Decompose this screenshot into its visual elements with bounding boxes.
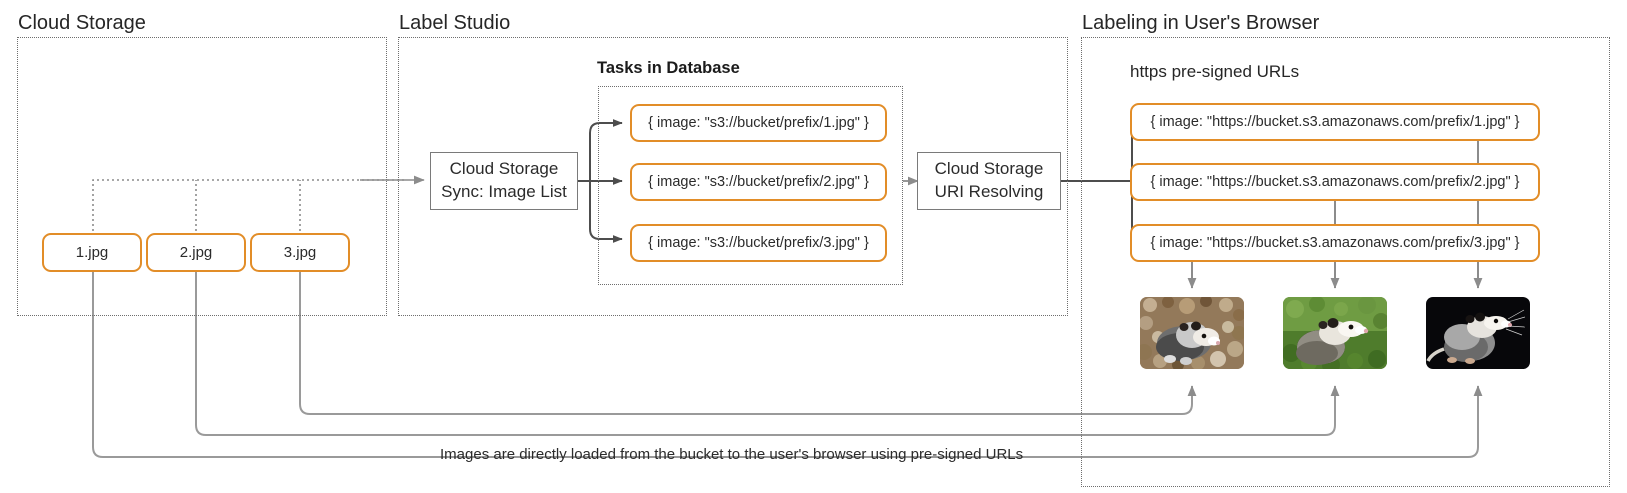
url-node-3-label: { image: "https://bucket.s3.amazonaws.co… xyxy=(1150,235,1520,251)
task-node-1[interactable]: { image: "s3://bucket/prefix/1.jpg" } xyxy=(630,104,887,142)
task-node-2[interactable]: { image: "s3://bucket/prefix/2.jpg" } xyxy=(630,163,887,201)
cloud-storage-sync-line2: Sync: Image List xyxy=(441,182,567,201)
group-title-browser: Labeling in User's Browser xyxy=(1082,12,1320,34)
group-browser xyxy=(1081,37,1610,487)
file-node-3-label: 3.jpg xyxy=(283,244,317,261)
url-node-1-label: { image: "https://bucket.s3.amazonaws.co… xyxy=(1150,114,1520,130)
file-node-3[interactable]: 3.jpg xyxy=(250,233,350,272)
task-node-1-label: { image: "s3://bucket/prefix/1.jpg" } xyxy=(648,115,869,131)
group-title-cloud-storage: Cloud Storage xyxy=(18,12,146,34)
task-node-3-label: { image: "s3://bucket/prefix/3.jpg" } xyxy=(648,235,869,251)
task-node-2-label: { image: "s3://bucket/prefix/2.jpg" } xyxy=(648,174,869,190)
task-node-3[interactable]: { image: "s3://bucket/prefix/3.jpg" } xyxy=(630,224,887,262)
file-node-2-label: 2.jpg xyxy=(179,244,213,261)
url-node-3[interactable]: { image: "https://bucket.s3.amazonaws.co… xyxy=(1130,224,1540,262)
opossum-black-background-image xyxy=(1426,297,1530,369)
opossum-green-grass-image xyxy=(1283,297,1387,369)
url-node-2-label: { image: "https://bucket.s3.amazonaws.co… xyxy=(1150,174,1520,190)
group-cloud-storage xyxy=(17,37,387,316)
cloud-storage-sync-line1: Cloud Storage xyxy=(449,159,559,179)
file-node-1-label: 1.jpg xyxy=(75,244,109,261)
url-node-2[interactable]: { image: "https://bucket.s3.amazonaws.co… xyxy=(1130,163,1540,201)
photo-thumbnail-2[interactable] xyxy=(1283,297,1387,369)
uri-resolving-line1: Cloud Storage xyxy=(934,159,1044,179)
group-title-label-studio: Label Studio xyxy=(399,12,511,34)
opossum-leaf-litter-image xyxy=(1140,297,1244,369)
cloud-storage-uri-resolving-box[interactable]: Cloud Storage URI Resolving xyxy=(917,152,1061,210)
https-presigned-urls-title: https pre-signed URLs xyxy=(1130,62,1300,81)
tasks-in-database-container xyxy=(598,86,903,285)
photo-thumbnail-3[interactable] xyxy=(1426,297,1530,369)
uri-resolving-line2: URI Resolving xyxy=(934,182,1044,201)
photo-thumbnail-1[interactable] xyxy=(1140,297,1244,369)
tasks-in-database-title: Tasks in Database xyxy=(597,59,740,77)
group-label-studio xyxy=(398,37,1068,316)
file-node-1[interactable]: 1.jpg xyxy=(42,233,142,272)
file-node-2[interactable]: 2.jpg xyxy=(146,233,246,272)
cloud-storage-sync-box[interactable]: Cloud Storage Sync: Image List xyxy=(430,152,578,210)
diagram-caption: Images are directly loaded from the buck… xyxy=(440,446,1024,463)
url-node-1[interactable]: { image: "https://bucket.s3.amazonaws.co… xyxy=(1130,103,1540,141)
